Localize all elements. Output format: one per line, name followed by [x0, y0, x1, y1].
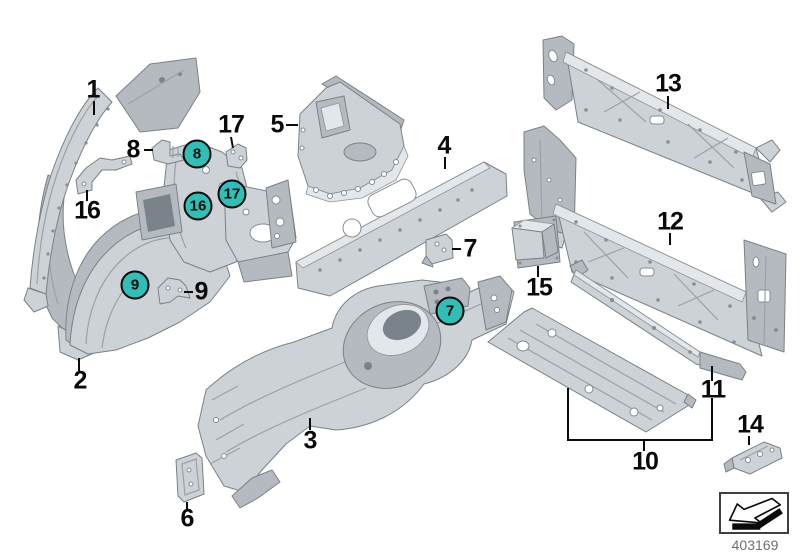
part-5-support [297, 75, 409, 203]
label-17[interactable]: 17 [218, 110, 245, 139]
label-3[interactable]: 3 [303, 426, 318, 455]
part-10-floor-panel [487, 307, 697, 433]
label-4[interactable]: 4 [437, 131, 452, 160]
diagram-number: 403169 [731, 537, 779, 553]
part-wheelhouse-top-panel [115, 57, 201, 133]
hotspot-9[interactable]: 9 [120, 270, 150, 300]
part-1-arch-strip [23, 87, 113, 313]
label-11[interactable]: 11 [700, 375, 726, 404]
label-13[interactable]: 13 [655, 69, 682, 98]
label-7[interactable]: 7 [463, 234, 478, 263]
label-9[interactable]: 9 [194, 277, 209, 306]
label-8[interactable]: 8 [126, 135, 141, 164]
label-10[interactable]: 10 [632, 447, 659, 476]
label-5[interactable]: 5 [270, 110, 285, 139]
label-15[interactable]: 15 [526, 273, 553, 302]
leader-line [567, 388, 713, 441]
part-16-bracket [75, 155, 133, 195]
part-8-bracket [151, 139, 185, 165]
leader-line [230, 136, 234, 149]
part-11-strip [569, 259, 747, 381]
hotspot-7[interactable]: 7 [435, 296, 465, 326]
part-15-bracket [511, 215, 561, 269]
hotspot-8[interactable]: 8 [182, 139, 212, 169]
label-6[interactable]: 6 [180, 504, 195, 533]
hotspot-17[interactable]: 17 [217, 179, 247, 209]
part-4-side-member [265, 161, 508, 297]
label-2[interactable]: 2 [73, 366, 88, 395]
part-6-plate [175, 452, 205, 503]
label-14[interactable]: 14 [737, 410, 764, 439]
part-17-bracket [225, 143, 248, 169]
part-9-bracket [157, 277, 191, 305]
part-13-partition-panel [542, 35, 787, 213]
hotspot-16[interactable]: 16 [183, 191, 213, 221]
label-16[interactable]: 16 [74, 196, 101, 225]
part-14-bracket [723, 441, 783, 475]
legend-box [719, 492, 789, 534]
label-1[interactable]: 1 [86, 75, 101, 104]
part-7-bracket [421, 233, 454, 268]
direction-arrow-icon [728, 497, 783, 530]
part-12-partition-panel [523, 125, 787, 357]
label-12[interactable]: 12 [657, 207, 684, 236]
